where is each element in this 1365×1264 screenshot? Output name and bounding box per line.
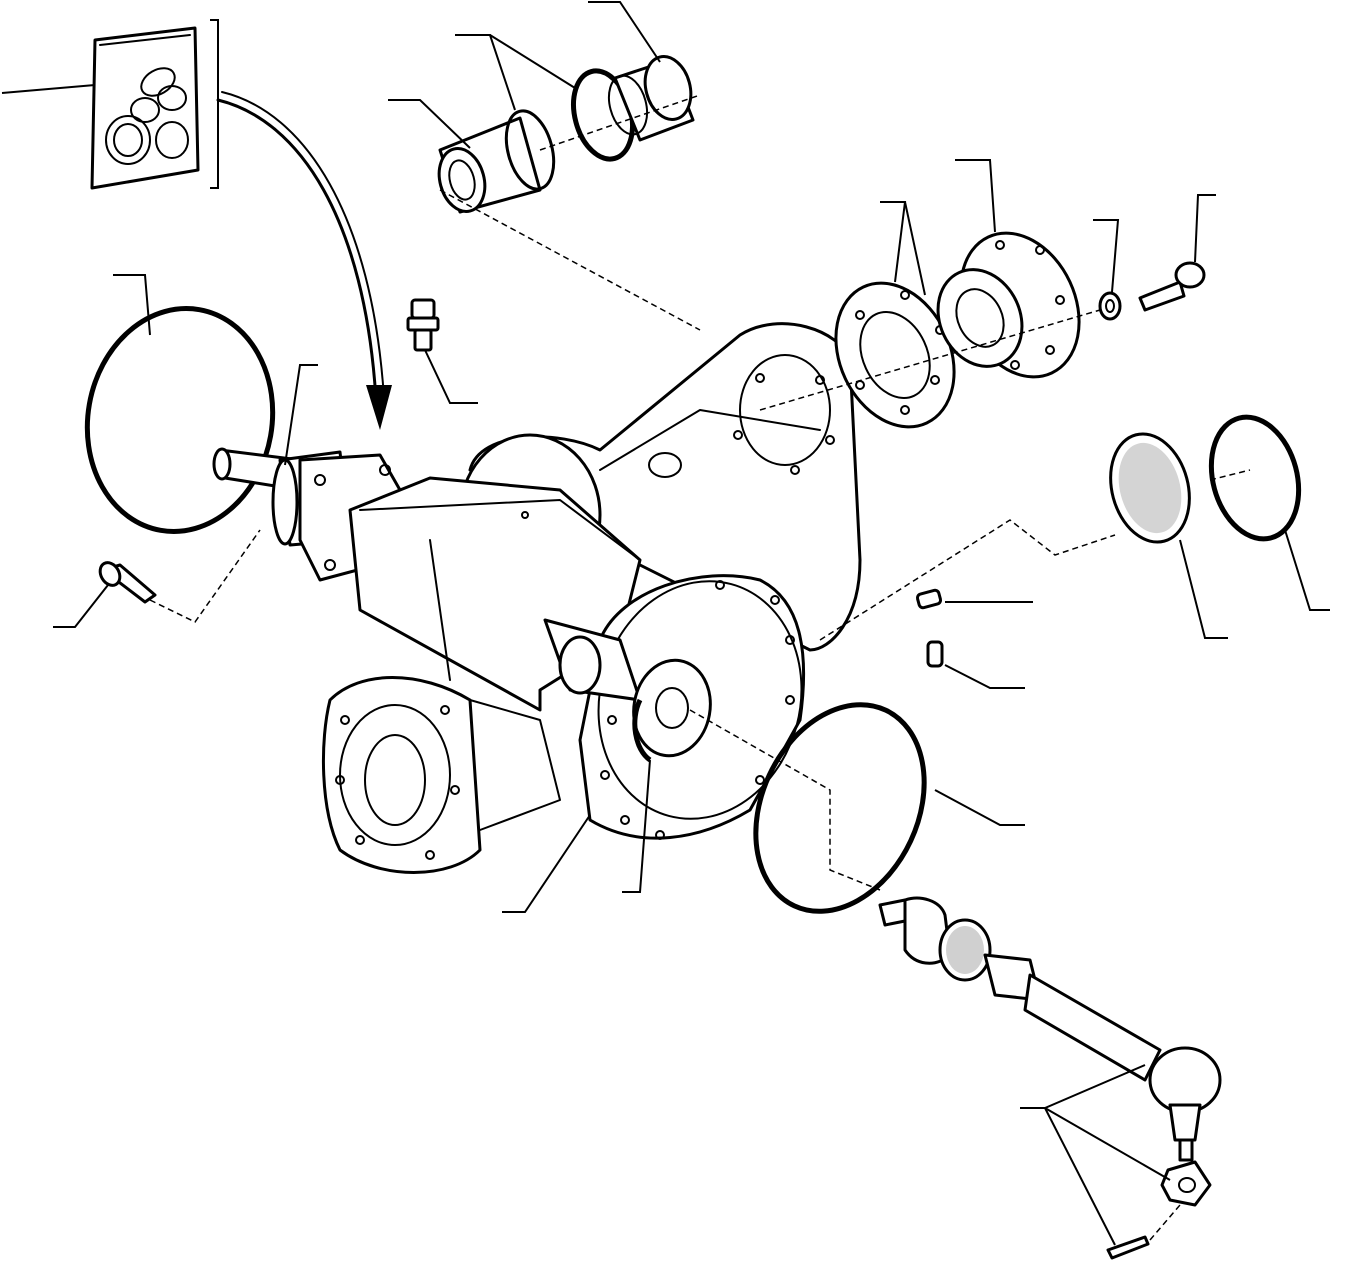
inset-reference-view xyxy=(1,19,219,190)
bolt-left xyxy=(98,561,157,604)
breather-plug xyxy=(406,298,440,352)
grub-screw-2 xyxy=(926,640,944,668)
large-o-ring xyxy=(84,306,276,534)
leader-lines xyxy=(53,1,1330,1246)
curved-arrow xyxy=(216,91,392,430)
snap-ring-right xyxy=(1208,414,1302,542)
lock-washer xyxy=(1098,291,1122,321)
bushing-left xyxy=(437,109,556,214)
cap-screw xyxy=(1138,261,1206,312)
housing-body xyxy=(321,322,862,874)
housing-o-ring xyxy=(753,702,927,914)
grub-screw-1 xyxy=(915,588,943,610)
drive-flange xyxy=(936,231,1081,379)
filter-screen xyxy=(1109,432,1191,544)
tie-rod-assembly xyxy=(878,896,1222,1260)
flange-plate xyxy=(834,281,956,429)
upper-sleeve xyxy=(607,55,695,142)
shaft-seal xyxy=(632,658,712,763)
